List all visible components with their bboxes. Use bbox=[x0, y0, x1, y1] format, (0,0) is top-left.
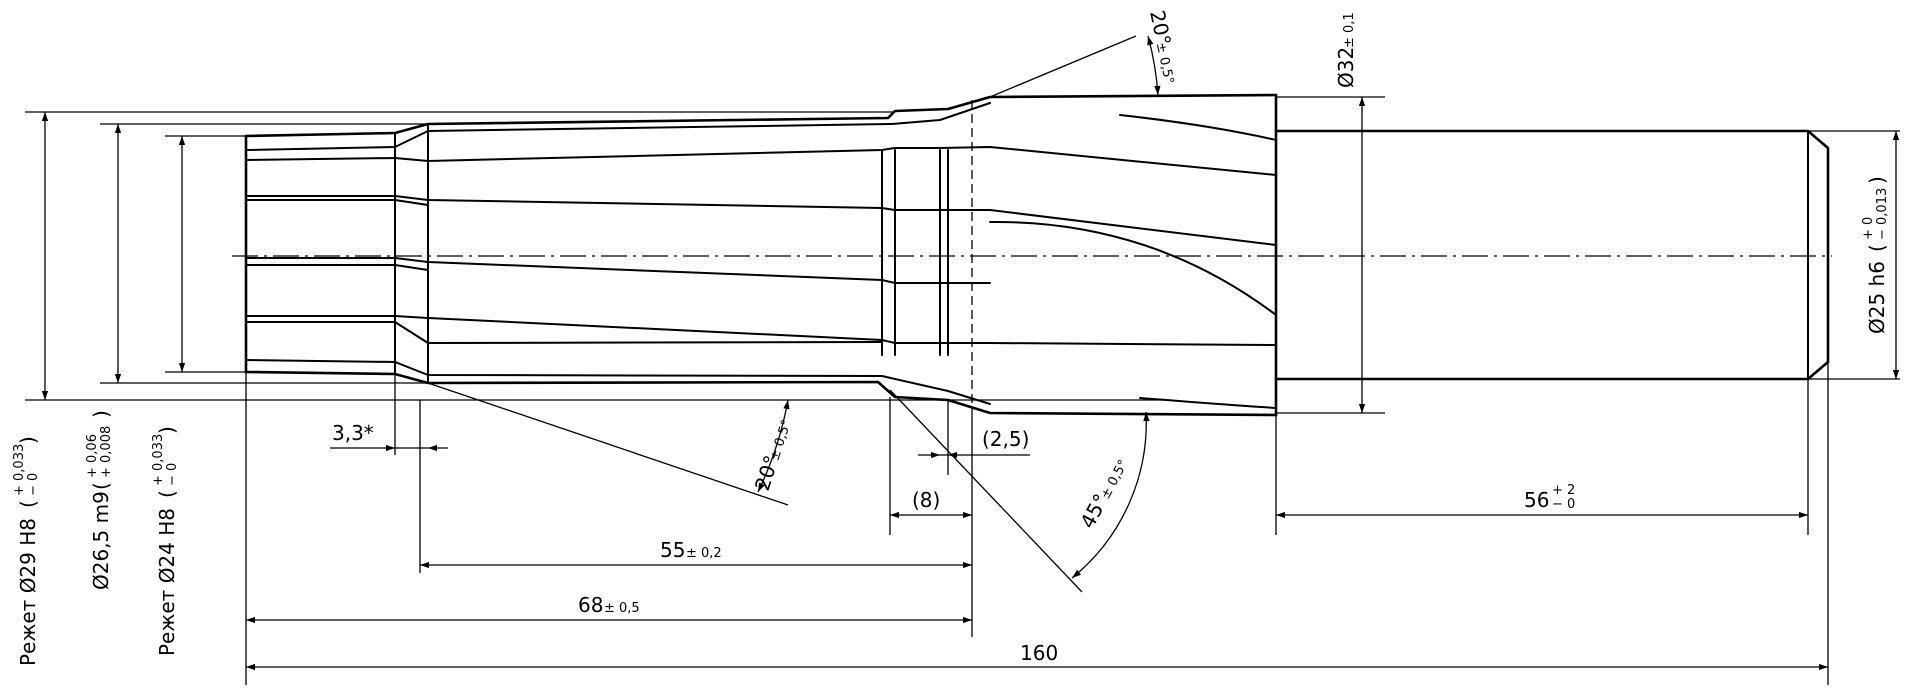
dim-len55-tol: ± 0,2 bbox=[686, 546, 722, 561]
dim-d25-label: Ø25 h6 bbox=[1865, 261, 1889, 334]
svg-text:): ) bbox=[16, 436, 40, 444]
dim-d32: Ø32 ± 0,1 bbox=[1334, 12, 1358, 88]
dim-len56-label: 56 bbox=[1524, 488, 1549, 512]
dim-d29-tol-upper: + 0,033 bbox=[12, 444, 27, 496]
svg-text:(: ( bbox=[16, 500, 40, 508]
svg-text:(: ( bbox=[155, 490, 179, 498]
dim-len3-3: 3,3* bbox=[332, 421, 374, 445]
dim-d29-label: Режет Ø29 H8 bbox=[16, 518, 40, 666]
dim-d29: Режет Ø29 H8 ( + 0,033 − 0 ) bbox=[12, 436, 41, 666]
dim-len2-5: (2,5) bbox=[982, 427, 1029, 451]
extension-lines bbox=[25, 96, 1900, 685]
svg-text:): ) bbox=[89, 410, 113, 418]
dim-d24-tol-lower: − 0 bbox=[165, 463, 180, 486]
dim-d32-tol: ± 0,1 bbox=[1342, 12, 1357, 48]
svg-text:(: ( bbox=[89, 482, 113, 490]
reamer-body bbox=[244, 93, 1830, 417]
dim-d32-label: Ø32 bbox=[1334, 47, 1358, 88]
dimension-lines bbox=[41, 97, 1900, 671]
svg-text:): ) bbox=[155, 426, 179, 434]
dim-d29-tol-lower: − 0 bbox=[26, 473, 41, 496]
dim-d25: Ø25 h6 ( + 0 − 0,013 ) bbox=[1861, 176, 1890, 334]
dim-len55-label: 55 bbox=[660, 538, 685, 562]
dim-d24-tol-upper: + 0,033 bbox=[151, 434, 166, 486]
dim-ang20-top: 20° ± 0,5° bbox=[1145, 8, 1176, 85]
dim-ang45-tol: ± 0,5° bbox=[1098, 458, 1131, 502]
svg-text:(: ( bbox=[1865, 244, 1889, 252]
dim-len56-tol-upper: + 2 bbox=[1552, 483, 1575, 498]
dim-len68-label: 68 bbox=[578, 593, 603, 617]
dim-ang45: 45° ± 0,5° bbox=[1075, 458, 1131, 533]
dim-d26-label: Ø26,5 m9 bbox=[89, 491, 113, 590]
dim-len56-tol-lower: − 0 bbox=[1552, 497, 1575, 512]
dim-len56: 56 + 2 − 0 bbox=[1524, 483, 1575, 512]
dim-ang20-bottom-tol: ± 0,5° bbox=[767, 418, 794, 463]
dim-len8: (8) bbox=[912, 488, 940, 512]
dim-d25-tol-lower: − 0,013 bbox=[1875, 188, 1890, 240]
dim-d26: Ø26,5 m9 ( + 0,06 + 0,008 ) bbox=[85, 410, 114, 590]
dim-d24: Режет Ø24 H8 ( + 0,033 − 0 ) bbox=[151, 426, 180, 656]
dim-len55: 55 ± 0,2 bbox=[660, 538, 722, 562]
dim-ang20-bottom: 20° ± 0,5° bbox=[750, 418, 795, 494]
dim-len160: 160 bbox=[1020, 641, 1058, 665]
dim-d24-label: Режет Ø24 H8 bbox=[155, 508, 179, 656]
dim-d26-tol-upper: + 0,06 bbox=[85, 434, 100, 478]
dim-d26-tol-lower: + 0,008 bbox=[99, 426, 114, 478]
dim-len68: 68 ± 0,5 bbox=[578, 593, 640, 617]
svg-text:): ) bbox=[1865, 176, 1889, 184]
dim-d25-tol-upper: + 0 bbox=[1861, 217, 1876, 240]
dim-len68-tol: ± 0,5 bbox=[604, 601, 640, 616]
angle-construction bbox=[427, 35, 1161, 593]
